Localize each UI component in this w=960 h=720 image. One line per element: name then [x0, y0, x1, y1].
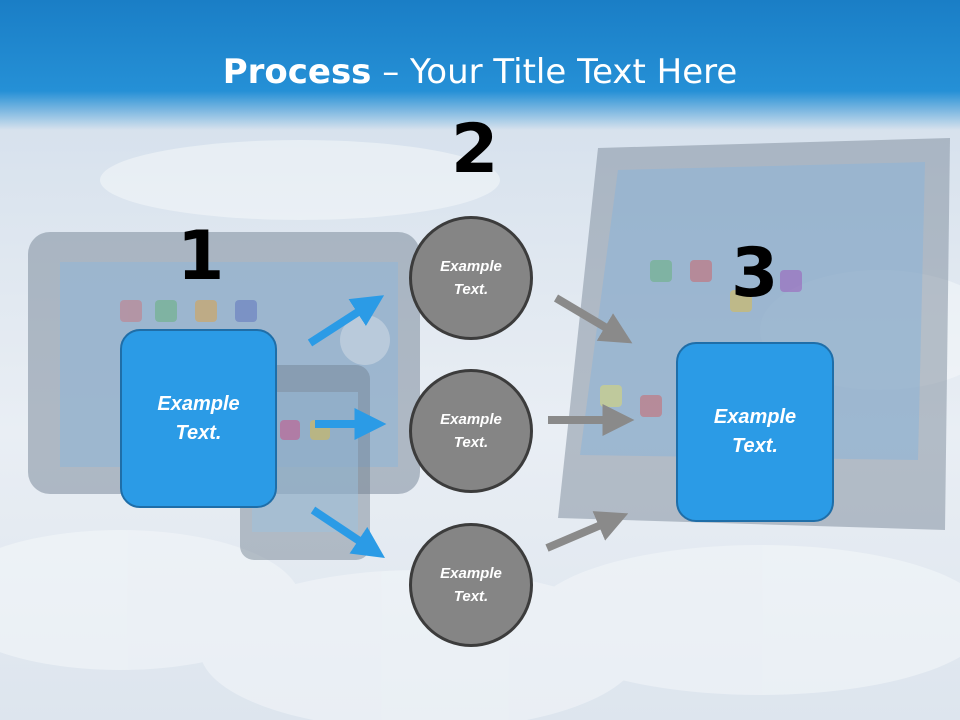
gray-arrow-up	[545, 511, 629, 552]
step-number-3: 3	[731, 234, 779, 313]
title-bold: Process	[222, 52, 372, 92]
blue-arrow-down	[310, 506, 385, 558]
blue-arrow-up	[307, 295, 385, 347]
circle-bottom-line2: Text.	[453, 588, 489, 605]
start-box-line1: Example	[157, 392, 240, 415]
step-number-2: 2	[451, 110, 499, 189]
circle-top-line2: Text.	[453, 281, 489, 298]
step-number-1: 1	[177, 217, 225, 296]
circle-top-line1: Example	[440, 258, 502, 275]
start-box-line2: Text.	[175, 421, 222, 444]
circle-middle-line1: Example	[440, 411, 502, 428]
title-banner	[0, 0, 960, 130]
circle-middle-line2: Text.	[453, 434, 489, 451]
title-rest: – Your Title Text Here	[371, 52, 738, 92]
slide-title: Process – Your Title Text Here	[0, 52, 960, 92]
end-box-line2: Text.	[732, 435, 778, 457]
circle-bottom-line1: Example	[440, 565, 502, 582]
gray-arrow-down	[553, 294, 633, 344]
end-box-line1: Example	[713, 406, 797, 428]
